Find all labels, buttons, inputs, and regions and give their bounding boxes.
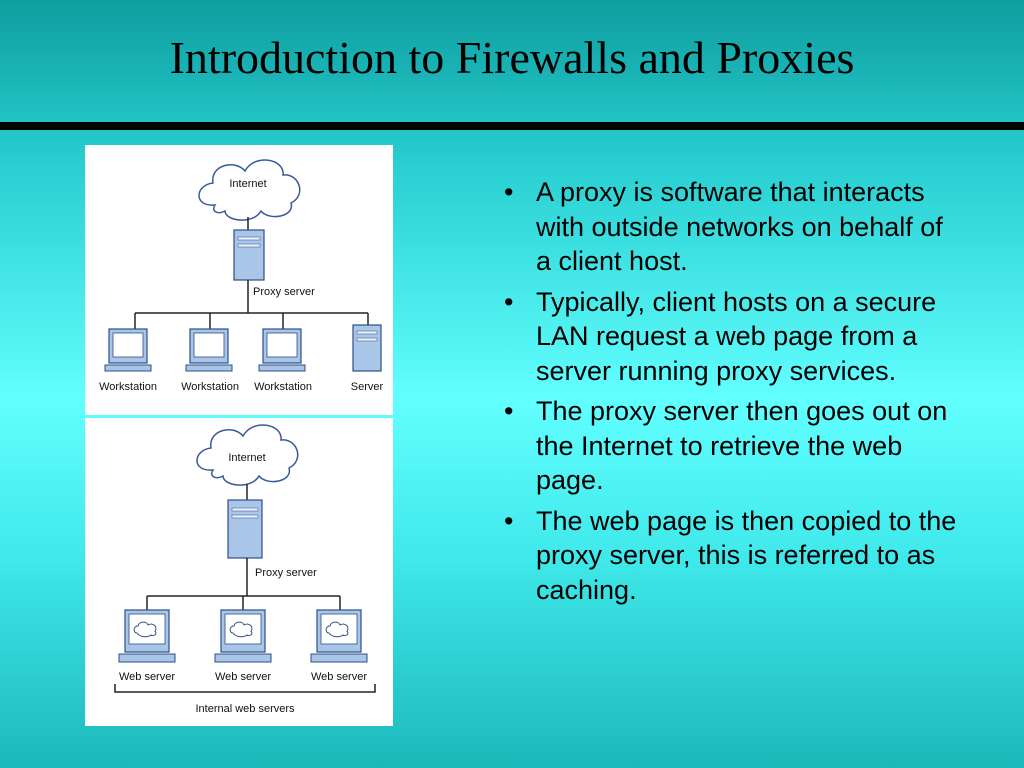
group-bracket xyxy=(114,684,376,693)
node-label: Web server xyxy=(215,671,271,683)
node-label: Web server xyxy=(311,671,367,683)
workstation-icon xyxy=(185,328,233,372)
node-label: Web server xyxy=(119,671,175,683)
bullet-item: Typically, client hosts on a secure LAN … xyxy=(492,285,962,389)
bullet-item: The proxy server then goes out on the In… xyxy=(492,394,962,498)
proxy-server-label: Proxy server xyxy=(255,567,317,579)
web-server-icon xyxy=(118,609,176,663)
internet-cloud-icon: Internet xyxy=(196,424,299,486)
bullet-item: A proxy is software that interacts with … xyxy=(492,175,962,279)
cloud-label: Internet xyxy=(229,178,266,190)
web-server-icon xyxy=(310,609,368,663)
node-label: Workstation xyxy=(254,381,312,393)
workstation-icon xyxy=(258,328,306,372)
proxy-server-icon xyxy=(227,499,263,559)
web-server-icon xyxy=(214,609,272,663)
group-label: Internal web servers xyxy=(195,703,295,715)
proxy-workstation-diagram: Internet Proxy server xyxy=(85,145,393,415)
server-icon xyxy=(352,324,382,372)
node-label: Server xyxy=(351,381,384,393)
slide-title: Introduction to Firewalls and Proxies xyxy=(169,32,855,83)
node-label: Workstation xyxy=(181,381,239,393)
proxy-server-label: Proxy server xyxy=(253,286,315,298)
workstation-icon xyxy=(104,328,152,372)
bullet-list: A proxy is software that interacts with … xyxy=(492,175,962,613)
internet-cloud-icon: Internet xyxy=(198,159,301,221)
title-divider xyxy=(0,122,1024,130)
proxy-webserver-diagram: Internet Proxy server xyxy=(85,418,393,726)
bullet-item: The web page is then copied to the proxy… xyxy=(492,504,962,608)
cloud-label: Internet xyxy=(228,452,265,464)
node-label: Workstation xyxy=(99,381,157,393)
proxy-server-icon xyxy=(233,229,265,281)
